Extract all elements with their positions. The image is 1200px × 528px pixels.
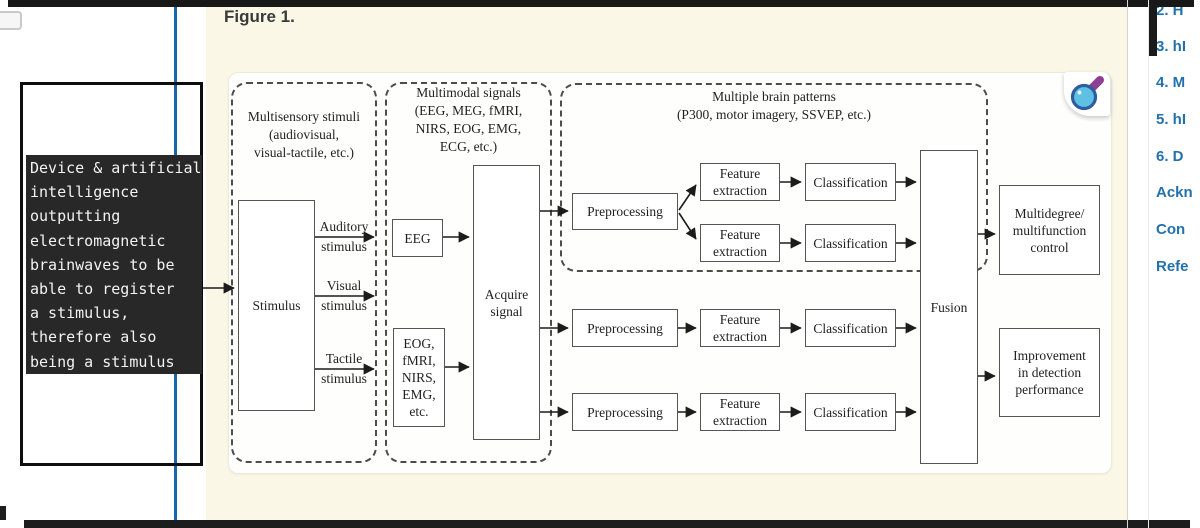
tactile-stimulus-label: Tactile stimulus bbox=[321, 350, 367, 386]
bottom-left-notch bbox=[0, 506, 6, 520]
multimodal-signals-title: Multimodal signals (EEG, MEG, fMRI, NIRS… bbox=[414, 85, 523, 154]
annotation-text-box: Device & artificial intelligence outputt… bbox=[26, 155, 202, 374]
visual-stimulus-label: Visual stimulus bbox=[321, 277, 367, 313]
eeg-box: EEG bbox=[392, 219, 443, 257]
figure-zoom-button[interactable] bbox=[1064, 72, 1110, 116]
sidebar-item-references[interactable]: Refe bbox=[1156, 258, 1189, 275]
sidebar-item-section-4[interactable]: 4. M bbox=[1156, 74, 1186, 91]
sidebar-item-section-3[interactable]: 3. hI bbox=[1156, 38, 1187, 55]
sidebar-item-conflicts[interactable]: Con bbox=[1156, 221, 1186, 238]
top-black-bar bbox=[8, 0, 1194, 7]
acquire-signal-box: Acquire signal bbox=[473, 165, 540, 440]
feature-extraction-box-1a: Feature extraction bbox=[700, 163, 780, 201]
sidebar-item-section-5[interactable]: 5. hI bbox=[1156, 111, 1187, 128]
multisensory-stimuli-group bbox=[231, 82, 377, 463]
sidebar-item-acknowledgments[interactable]: Ackn bbox=[1156, 184, 1193, 201]
classification-box-1a: Classification bbox=[805, 163, 896, 201]
classification-box-1b: Classification bbox=[805, 224, 896, 262]
scrollbar-track[interactable] bbox=[1148, 0, 1149, 528]
fusion-box: Fusion bbox=[920, 150, 978, 464]
preprocessing-box-2: Preprocessing bbox=[572, 309, 678, 347]
preprocessing-box-1: Preprocessing bbox=[572, 193, 678, 230]
feature-extraction-box-2: Feature extraction bbox=[700, 309, 780, 347]
sidebar-item-section-6[interactable]: 6. D bbox=[1156, 148, 1184, 165]
improvement-box: Improvement in detection performance bbox=[999, 328, 1100, 417]
feature-extraction-box-1b: Feature extraction bbox=[700, 224, 780, 262]
classification-box-3: Classification bbox=[805, 393, 896, 431]
preprocessing-box-3: Preprocessing bbox=[572, 393, 678, 431]
sidebar-divider bbox=[1127, 0, 1128, 528]
bottom-black-bar bbox=[24, 520, 1190, 528]
eog-group-box: EOG, fMRI, NIRS, EMG, etc. bbox=[393, 328, 445, 427]
multimodal-signals-group bbox=[385, 82, 552, 463]
zoom-magnifier-icon bbox=[1070, 76, 1104, 111]
figure-caption-label: Figure 1. bbox=[224, 7, 295, 26]
brain-patterns-title: Multiple brain patterns (P300, motor ima… bbox=[676, 89, 872, 122]
stimulus-box: Stimulus bbox=[238, 200, 315, 411]
scrollbar-thumb[interactable] bbox=[1149, 4, 1157, 56]
brain-patterns-group bbox=[560, 83, 988, 272]
classification-box-2: Classification bbox=[805, 309, 896, 347]
feature-extraction-box-3: Feature extraction bbox=[700, 393, 780, 431]
auditory-stimulus-label: Auditory stimulus bbox=[319, 218, 369, 254]
multidegree-control-box: Multidegree/ multifunction control bbox=[999, 185, 1100, 275]
multisensory-stimuli-title: Multisensory stimuli (audiovisual, visua… bbox=[247, 109, 361, 160]
left-edge-tab bbox=[0, 11, 22, 30]
